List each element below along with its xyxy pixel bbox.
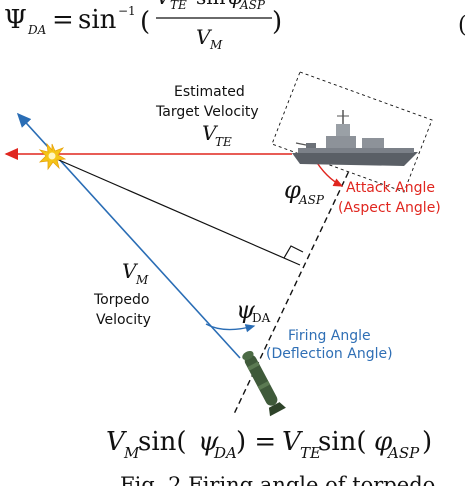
header-num-phi-sub: ASP	[239, 0, 266, 12]
eq-psi-sub: DA	[213, 444, 237, 462]
header-psi: Ψ	[4, 5, 27, 35]
header-den-v-sub: M	[209, 38, 223, 52]
header-num-v: V	[156, 0, 173, 9]
label-vte-sub: TE	[215, 135, 232, 149]
equation-number-fragment: (	[458, 13, 467, 38]
header-formula: Ψ DA = sin −1 ( V TE sin φ ASP V M ) (	[4, 0, 467, 52]
eq-phi-sub: ASP	[386, 444, 420, 462]
eq-vte-sub: TE	[300, 444, 321, 462]
eq-vte: V	[282, 427, 303, 457]
label-target-velocity: Target Velocity	[155, 104, 259, 120]
header-num-sin: sin	[196, 0, 226, 9]
label-phi-sub: ASP	[298, 193, 325, 207]
label-vm-symbol: V	[122, 259, 139, 283]
label-attack-angle: Attack Angle	[346, 180, 435, 196]
ship-icon	[271, 71, 433, 193]
label-torpedo: Torpedo	[93, 292, 149, 308]
label-vte-symbol: V	[202, 121, 219, 145]
eq-close1: ) =	[236, 427, 276, 457]
figure-caption: Fig. 2 Firing angle of torpedo	[120, 473, 435, 486]
label-velocity: Velocity	[96, 312, 151, 328]
label-vm-sub: M	[135, 273, 149, 287]
label-firing-angle: Firing Angle	[288, 328, 371, 344]
label-phi-symbol: φ	[284, 176, 301, 204]
ship-bridge	[336, 124, 350, 136]
header-psi-sub: DA	[27, 23, 47, 37]
firing-angle-arc	[205, 323, 256, 333]
ship-gun-barrel	[295, 142, 307, 146]
bottom-equation: V M sin( ψ DA ) = V TE sin( φ ASP )	[106, 427, 432, 462]
label-deflection-angle: (Deflection Angle)	[266, 346, 393, 362]
label-estimated: Estimated	[174, 84, 245, 100]
header-num-v-sub: TE	[170, 0, 187, 12]
ship-image-frame	[271, 71, 433, 193]
ship-superstructure	[326, 136, 356, 148]
header-equals: =	[52, 5, 74, 35]
eq-vm-sub: M	[123, 444, 140, 462]
ship-gun	[306, 143, 316, 148]
intercept-to-foot-line	[51, 156, 301, 266]
header-open-paren: (	[140, 7, 150, 37]
explosion-icon	[38, 142, 67, 171]
torpedo-icon	[242, 350, 286, 417]
ship-hull	[292, 152, 418, 166]
header-sin: sin	[78, 5, 117, 35]
header-den-v: V	[196, 25, 213, 49]
header-close-paren: )	[272, 7, 282, 37]
eq-close2: )	[422, 427, 432, 457]
eq-vm: V	[106, 427, 127, 457]
ship-deck	[298, 148, 414, 153]
label-psi-symbol: ψ	[236, 296, 256, 324]
label-psi-sub: DA	[252, 311, 271, 325]
label-aspect-angle: (Aspect Angle)	[338, 200, 441, 216]
header-sin-sup: −1	[118, 4, 136, 18]
eq-sin1: sin(	[138, 427, 187, 457]
eq-sin2: sin(	[318, 427, 367, 457]
eq-phi: φ	[374, 427, 393, 457]
eq-psi: ψ	[198, 427, 219, 457]
right-angle-marker	[283, 245, 304, 259]
ship-aft-structure	[362, 138, 384, 148]
header-num-phi: φ	[228, 0, 242, 9]
